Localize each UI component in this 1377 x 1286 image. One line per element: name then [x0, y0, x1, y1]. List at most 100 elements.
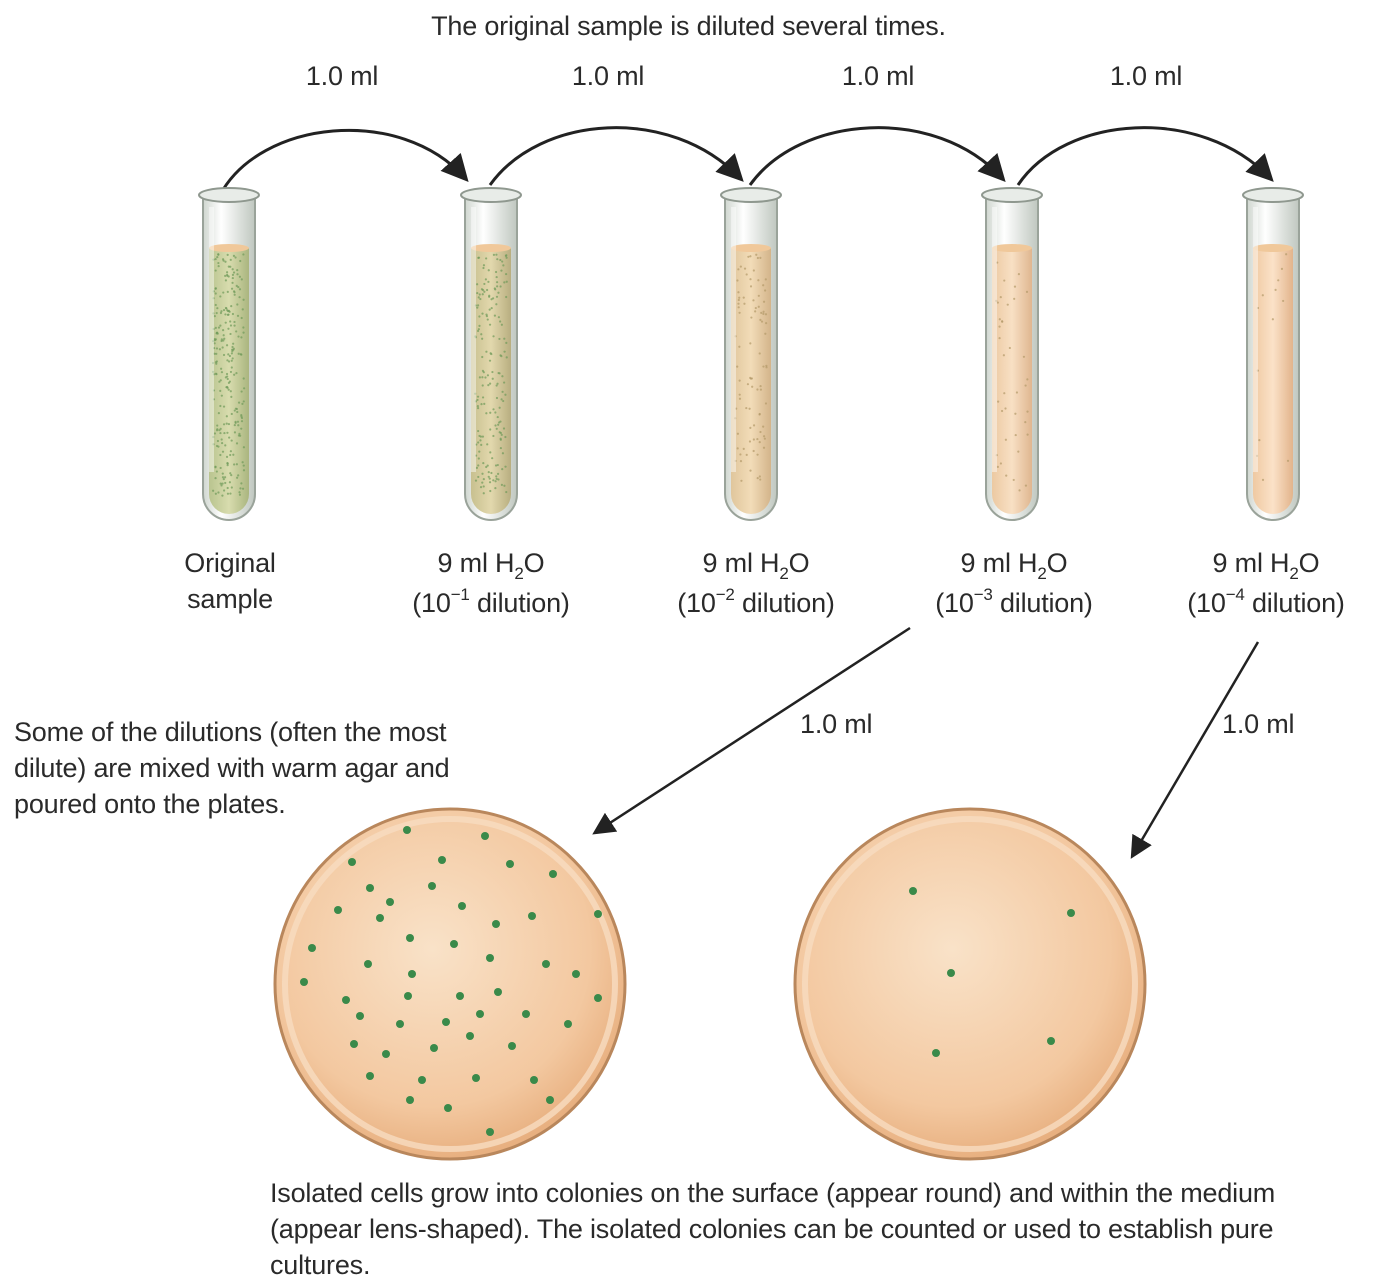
petri-plate-sparse: [795, 809, 1145, 1159]
water-text-end: O: [1047, 548, 1068, 578]
dilution-base: (10: [1187, 588, 1225, 618]
colony: [376, 914, 384, 922]
dilution-word: dilution): [993, 588, 1093, 618]
dilution-text: (10−2 dilution): [646, 585, 866, 625]
transfer-arrow-1: [220, 130, 465, 195]
dilution-exponent: −3: [974, 585, 993, 604]
colony: [481, 832, 489, 840]
water-text: 9 ml H: [1213, 548, 1290, 578]
transfer-arrow-4: [1018, 128, 1270, 185]
colony: [594, 910, 602, 918]
colony: [404, 992, 412, 1000]
colony: [1047, 1037, 1055, 1045]
transfer-label-3: 1.0 ml: [798, 58, 958, 94]
tube-label-dilution-1: 9 ml H2O (10−1 dilution): [381, 545, 601, 625]
transfer-label-2: 1.0 ml: [528, 58, 688, 94]
plate-transfer-label-1: 1.0 ml: [800, 706, 872, 742]
transfer-arrow-3: [750, 128, 1002, 185]
tube-row: [199, 188, 1303, 520]
water-text-end: O: [1299, 548, 1320, 578]
dilution-word: dilution): [1245, 588, 1345, 618]
dilution-word: dilution): [470, 588, 570, 618]
colony: [909, 887, 917, 895]
colony: [406, 934, 414, 942]
subscript: 2: [1289, 564, 1298, 583]
colony: [486, 1128, 494, 1136]
colony: [408, 970, 416, 978]
plate-arrow-2: [1133, 642, 1258, 855]
colony: [444, 1104, 452, 1112]
plating-note: Some of the dilutions (often the most di…: [14, 714, 484, 822]
dilution-base: (10: [677, 588, 715, 618]
water-text: 9 ml H: [438, 548, 515, 578]
colony: [350, 1040, 358, 1048]
colony: [348, 858, 356, 866]
water-text-end: O: [524, 548, 545, 578]
dilution-word: dilution): [735, 588, 835, 618]
subscript: 2: [779, 564, 788, 583]
colony: [450, 940, 458, 948]
tube-label-dilution-2: 9 ml H2O (10−2 dilution): [646, 545, 866, 625]
colony: [506, 860, 514, 868]
colony: [530, 1076, 538, 1084]
tube-label-line2: sample: [120, 581, 340, 617]
page-heading: The original sample is diluted several t…: [0, 8, 1377, 44]
dilution-base: (10: [412, 588, 450, 618]
colony: [382, 1050, 390, 1058]
tube-label-original: Original sample: [120, 545, 340, 617]
colony: [334, 906, 342, 914]
test-tube: [1243, 188, 1303, 520]
colony: [386, 898, 394, 906]
colony: [492, 920, 500, 928]
transfer-arrows: [220, 128, 1270, 195]
colony: [508, 1042, 516, 1050]
water-text-end: O: [789, 548, 810, 578]
transfer-label-1: 1.0 ml: [262, 58, 422, 94]
colony: [528, 912, 536, 920]
colony: [366, 884, 374, 892]
transfer-arrow-2: [490, 128, 740, 185]
tube-label-line1: Original: [184, 548, 275, 578]
colony: [438, 856, 446, 864]
colony: [564, 1020, 572, 1028]
colony: [546, 1096, 554, 1104]
colony: [476, 1010, 484, 1018]
colony: [458, 902, 466, 910]
colony: [364, 960, 372, 968]
test-tube: [982, 188, 1042, 520]
colony: [472, 1074, 480, 1082]
dilution-text: (10−1 dilution): [381, 585, 601, 625]
dilution-exponent: −2: [716, 585, 735, 604]
colony-note: Isolated cells grow into colonies on the…: [270, 1175, 1350, 1283]
dilution-base: (10: [935, 588, 973, 618]
dilution-text: (10−4 dilution): [1156, 585, 1376, 625]
colony: [594, 994, 602, 1002]
colony: [572, 970, 580, 978]
water-text: 9 ml H: [961, 548, 1038, 578]
test-tube: [721, 188, 781, 520]
colony: [308, 944, 316, 952]
test-tube: [461, 188, 521, 520]
colony: [549, 870, 557, 878]
colony: [428, 882, 436, 890]
tube-label-dilution-4: 9 ml H2O (10−4 dilution): [1156, 545, 1376, 625]
colony: [356, 1012, 364, 1020]
colony: [430, 1044, 438, 1052]
colony: [456, 992, 464, 1000]
colony: [932, 1049, 940, 1057]
tube-label-dilution-3: 9 ml H2O (10−3 dilution): [904, 545, 1124, 625]
dilution-text: (10−3 dilution): [904, 585, 1124, 625]
colony: [1067, 909, 1075, 917]
colony: [342, 996, 350, 1004]
colony: [366, 1072, 374, 1080]
subscript: 2: [1037, 564, 1046, 583]
colony: [406, 1096, 414, 1104]
colony: [486, 954, 494, 962]
colony: [396, 1020, 404, 1028]
test-tube: [199, 188, 259, 520]
colony: [494, 988, 502, 996]
transfer-label-4: 1.0 ml: [1066, 58, 1226, 94]
dilution-exponent: −1: [451, 585, 470, 604]
subscript: 2: [514, 564, 523, 583]
